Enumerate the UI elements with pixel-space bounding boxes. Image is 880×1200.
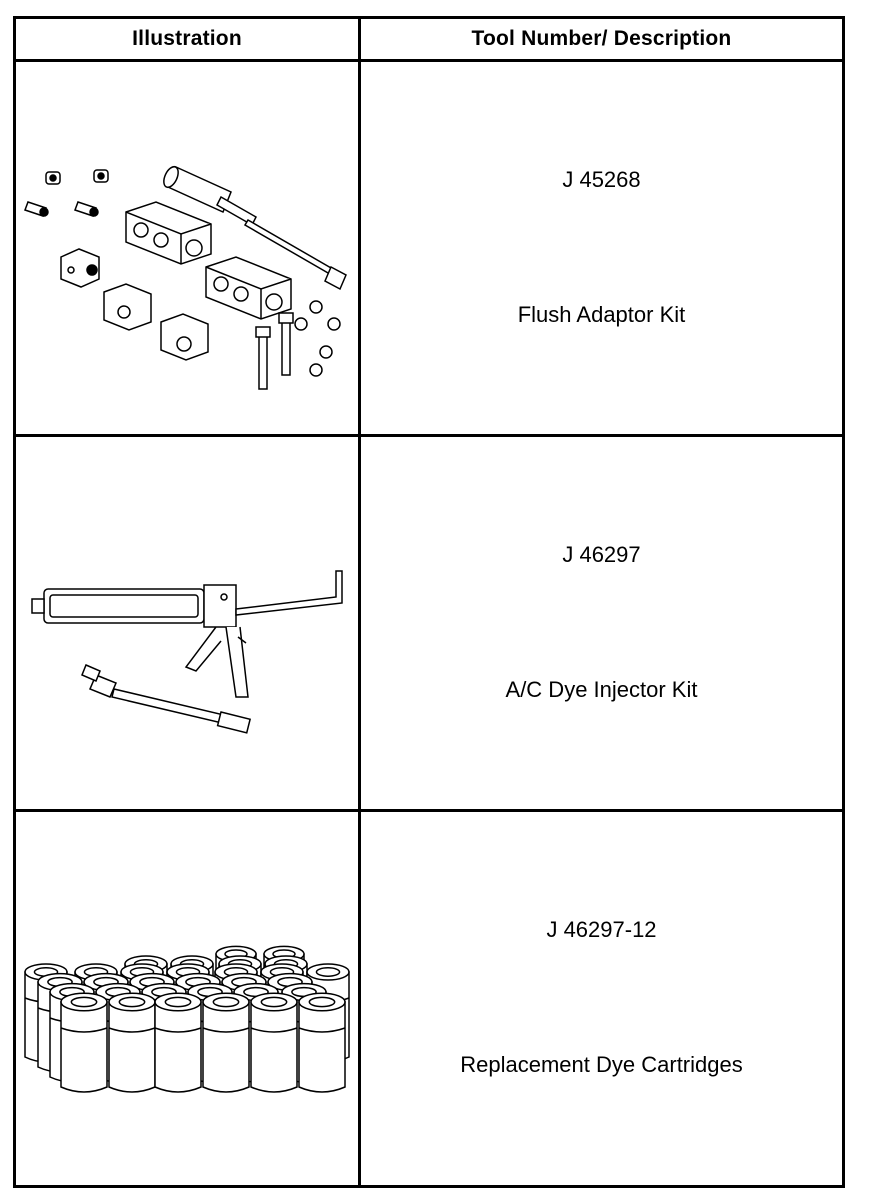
cartridge-icon <box>61 993 107 1092</box>
cartridge-icon <box>299 993 345 1092</box>
cartridge-icon <box>109 993 155 1092</box>
tool-description: A/C Dye Injector Kit <box>505 677 698 702</box>
tool-number: J 46297 <box>562 542 641 567</box>
row-2-illustration-cell <box>13 434 361 812</box>
tool-number: J 45268 <box>562 167 641 192</box>
row-1-illustration-cell <box>13 59 361 437</box>
flush-adaptor-kit-drawing <box>16 62 358 434</box>
tool-table: Illustration Tool Number/ Description <box>13 16 845 1188</box>
tool-number: J 46297-12 <box>546 917 657 942</box>
header-illustration: Illustration <box>13 16 361 62</box>
dye-injector-gun-drawing <box>16 437 358 809</box>
cartridge-icon <box>155 993 201 1092</box>
header-description-label: Tool Number/ Description <box>471 27 732 50</box>
fitting-icon <box>25 170 108 216</box>
row-2-description-cell: J 46297 A/C Dye Injector Kit <box>358 434 845 812</box>
tool-description: Replacement Dye Cartridges <box>460 1052 743 1077</box>
row-1-description-cell: J 45268 Flush Adaptor Kit <box>358 59 845 437</box>
header-illustration-label: Illustration <box>132 27 242 50</box>
tool-description: Flush Adaptor Kit <box>517 302 686 327</box>
row-3-illustration-cell <box>13 809 361 1188</box>
header-description: Tool Number/ Description <box>358 16 845 62</box>
cartridge-icon <box>251 993 297 1092</box>
dye-cartridges-drawing <box>16 812 358 1185</box>
cartridge-icon <box>203 993 249 1092</box>
row-3-description-cell: J 46297-12 Replacement Dye Cartridges <box>358 809 845 1188</box>
